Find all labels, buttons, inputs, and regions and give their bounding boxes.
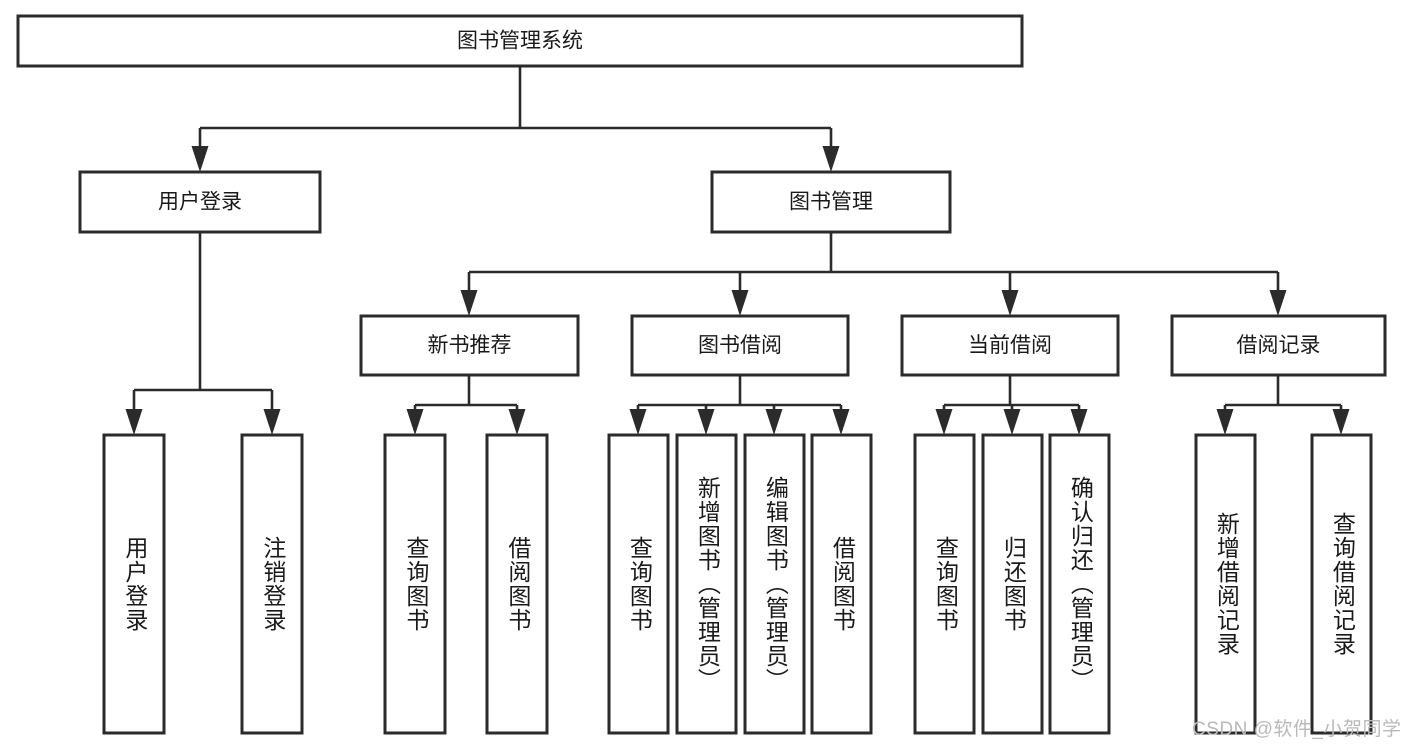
node-box-leaf-query-book-recommend[interactable] xyxy=(383,433,447,735)
node-box-leaf-query-book-borrow[interactable] xyxy=(607,433,670,735)
node-box-user-login[interactable] xyxy=(78,170,322,234)
arrow-head-icon xyxy=(935,409,953,435)
node-label-new-book-recommend: 新书推荐 xyxy=(428,334,512,357)
node-box-leaf-borrow-book-recommend[interactable] xyxy=(485,433,549,735)
arrow-head-icon xyxy=(1269,290,1287,316)
node-box-leaf-query-book-current[interactable] xyxy=(913,433,976,735)
connector-book-borrow-to-leaves xyxy=(629,375,850,435)
connector-new-book-recommend-to-leaves xyxy=(406,375,526,435)
node-box-leaf-user-login[interactable] xyxy=(102,433,166,735)
node-box-leaf-logout[interactable] xyxy=(240,433,304,735)
arrow-head-icon xyxy=(125,409,143,435)
arrow-head-icon xyxy=(822,146,840,172)
connector-root-to-level1 xyxy=(191,66,840,172)
node-label-user-login: 用户登录 xyxy=(158,191,242,214)
arrow-head-icon xyxy=(191,146,209,172)
csdn-watermark: CSDN @软件_小贺同学 xyxy=(1192,719,1402,740)
node-box-leaf-borrow-book[interactable] xyxy=(810,433,873,735)
arrow-head-icon xyxy=(263,409,281,435)
connector-user-login-to-leaves xyxy=(125,232,281,435)
node-box-leaf-return-book[interactable] xyxy=(981,433,1044,735)
arrow-head-icon xyxy=(731,290,749,316)
arrow-head-icon xyxy=(1216,409,1234,435)
node-box-leaf-edit-book-admin[interactable] xyxy=(743,433,806,735)
node-label-root: 图书管理系统 xyxy=(457,30,583,53)
node-label-book-management: 图书管理 xyxy=(789,191,873,214)
arrow-head-icon xyxy=(406,409,424,435)
arrow-head-icon xyxy=(1070,409,1088,435)
arrow-head-icon xyxy=(765,409,783,435)
arrow-head-icon xyxy=(1001,290,1019,316)
arrow-head-icon xyxy=(629,409,647,435)
arrow-head-icon xyxy=(832,409,850,435)
connectors-layer xyxy=(125,66,1350,435)
arrow-head-icon xyxy=(1003,409,1021,435)
node-label-book-borrow: 图书借阅 xyxy=(698,334,782,357)
connector-book-management-to-level2 xyxy=(460,232,1287,316)
node-box-new-book-recommend[interactable] xyxy=(359,314,580,377)
connector-current-borrow-to-leaves xyxy=(935,375,1088,435)
node-box-leaf-confirm-return-admin[interactable] xyxy=(1048,433,1111,735)
connector-borrow-record-to-leaves xyxy=(1216,375,1350,435)
node-boxes-layer xyxy=(16,14,1387,735)
node-box-leaf-add-borrow-record[interactable] xyxy=(1194,433,1257,735)
node-box-leaf-query-borrow-record[interactable] xyxy=(1310,433,1373,735)
node-label-borrow-record: 借阅记录 xyxy=(1237,334,1321,357)
node-box-book-management[interactable] xyxy=(710,170,952,234)
node-box-root[interactable] xyxy=(16,14,1024,68)
node-box-borrow-record[interactable] xyxy=(1170,314,1387,377)
node-box-current-borrow[interactable] xyxy=(900,314,1120,377)
node-label-current-borrow: 当前借阅 xyxy=(968,334,1052,357)
arrow-head-icon xyxy=(460,290,478,316)
arrow-head-icon xyxy=(697,409,715,435)
arrow-head-icon xyxy=(1332,409,1350,435)
arrow-head-icon xyxy=(508,409,526,435)
node-box-leaf-add-book-admin[interactable] xyxy=(675,433,738,735)
node-box-book-borrow[interactable] xyxy=(630,314,850,377)
